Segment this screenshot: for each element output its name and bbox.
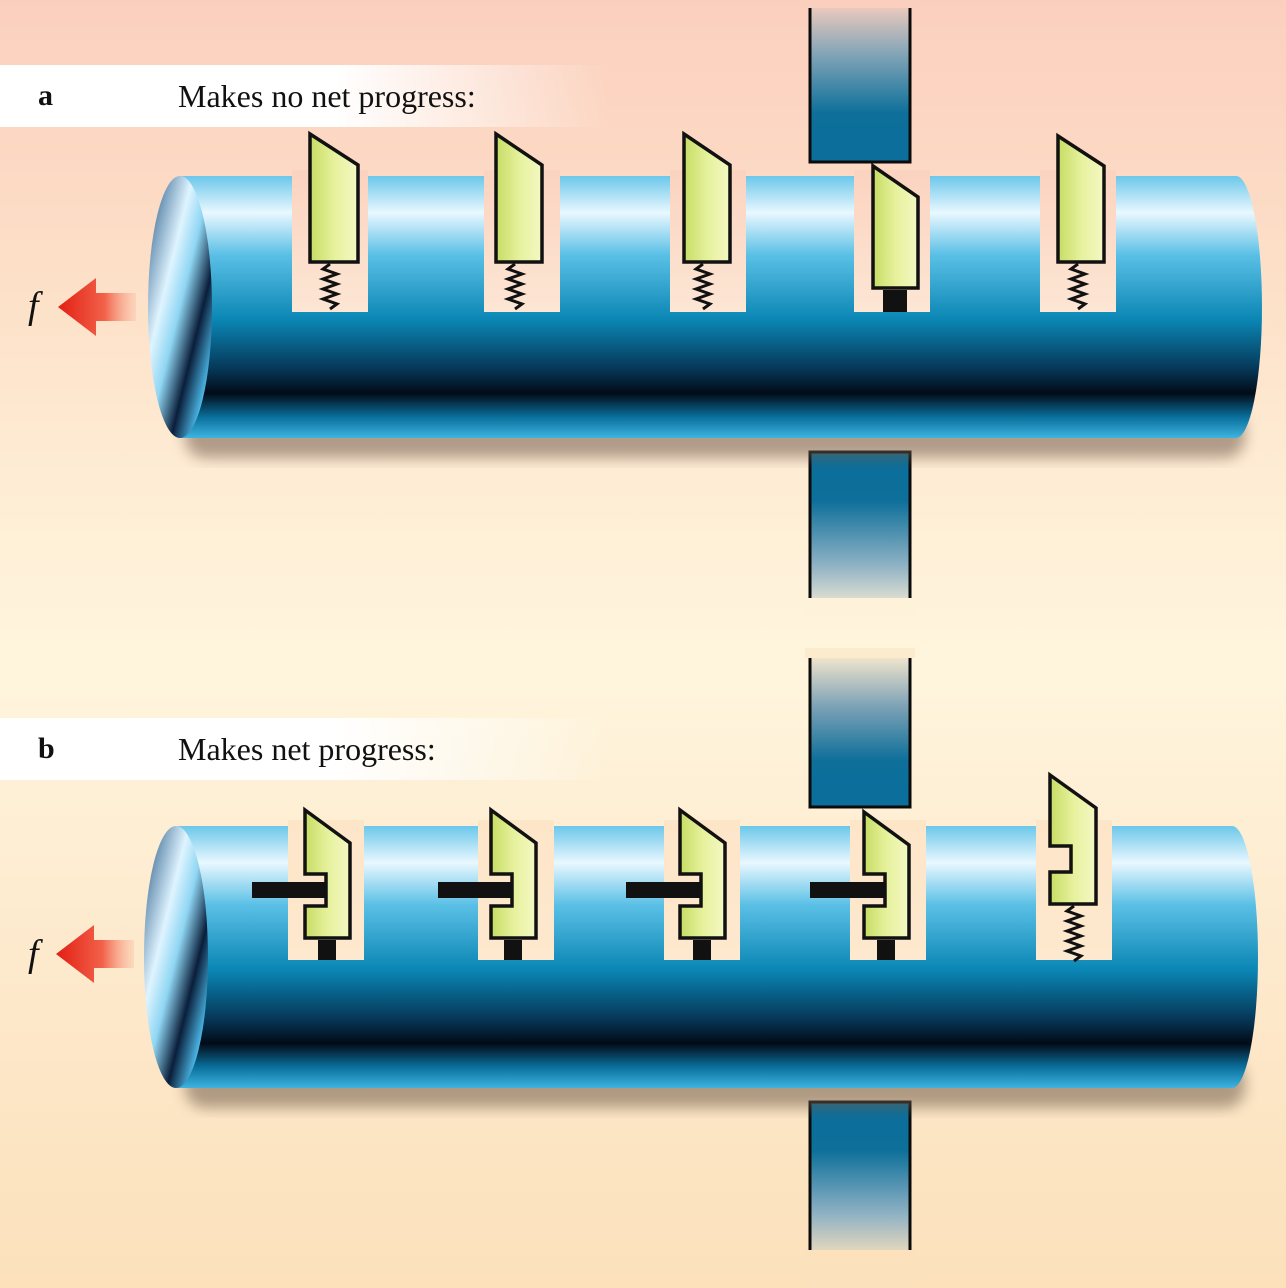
latch-bar-icon	[883, 290, 907, 312]
latch-bar-icon	[626, 882, 702, 898]
pore-bottom-a	[808, 450, 912, 616]
pawl-5-a	[1056, 132, 1106, 311]
pawl-4-b	[862, 808, 911, 960]
force-arrow-icon	[56, 925, 134, 983]
spring-icon	[1066, 262, 1090, 311]
panel-b-letter: b	[38, 732, 55, 765]
pawl-4-a	[871, 162, 920, 312]
panel-a-diagram	[58, 0, 1262, 616]
pore-top-b	[808, 650, 912, 809]
panel-b-caption: Makes net progress:	[178, 730, 436, 767]
spring-icon	[503, 262, 527, 311]
latch-bar-icon	[438, 882, 514, 898]
cylinder-a	[148, 170, 1262, 438]
panel-a-letter: a	[38, 79, 53, 112]
pawl-1-b	[303, 806, 352, 960]
panel-a-caption: Makes no net progress:	[178, 77, 476, 114]
spring-icon	[318, 262, 342, 311]
pawl-3-a	[682, 130, 732, 311]
pawl-3-b	[678, 806, 727, 960]
force-arrow-icon	[58, 278, 136, 336]
panel-b-header: b Makes net progress:	[0, 718, 610, 780]
panel-a-header: a Makes no net progress:	[0, 65, 610, 127]
pawl-2-a	[494, 130, 544, 311]
force-label-a: f	[28, 285, 39, 327]
pawl-1-a	[308, 130, 360, 311]
pore-bottom-b	[808, 1100, 912, 1264]
cylinder-end-a	[148, 176, 212, 438]
pore-top-a	[808, 0, 912, 164]
spring-icon	[691, 262, 715, 311]
pawl-5-b	[1048, 771, 1098, 963]
pawl-2-b	[489, 806, 538, 960]
latch-bar-icon	[252, 882, 328, 898]
spring-icon	[1062, 904, 1086, 963]
cylinder-end-b	[144, 826, 208, 1088]
latch-bar-icon	[810, 882, 886, 898]
panel-b-diagram	[56, 648, 1258, 1288]
force-label-b: f	[28, 933, 39, 975]
